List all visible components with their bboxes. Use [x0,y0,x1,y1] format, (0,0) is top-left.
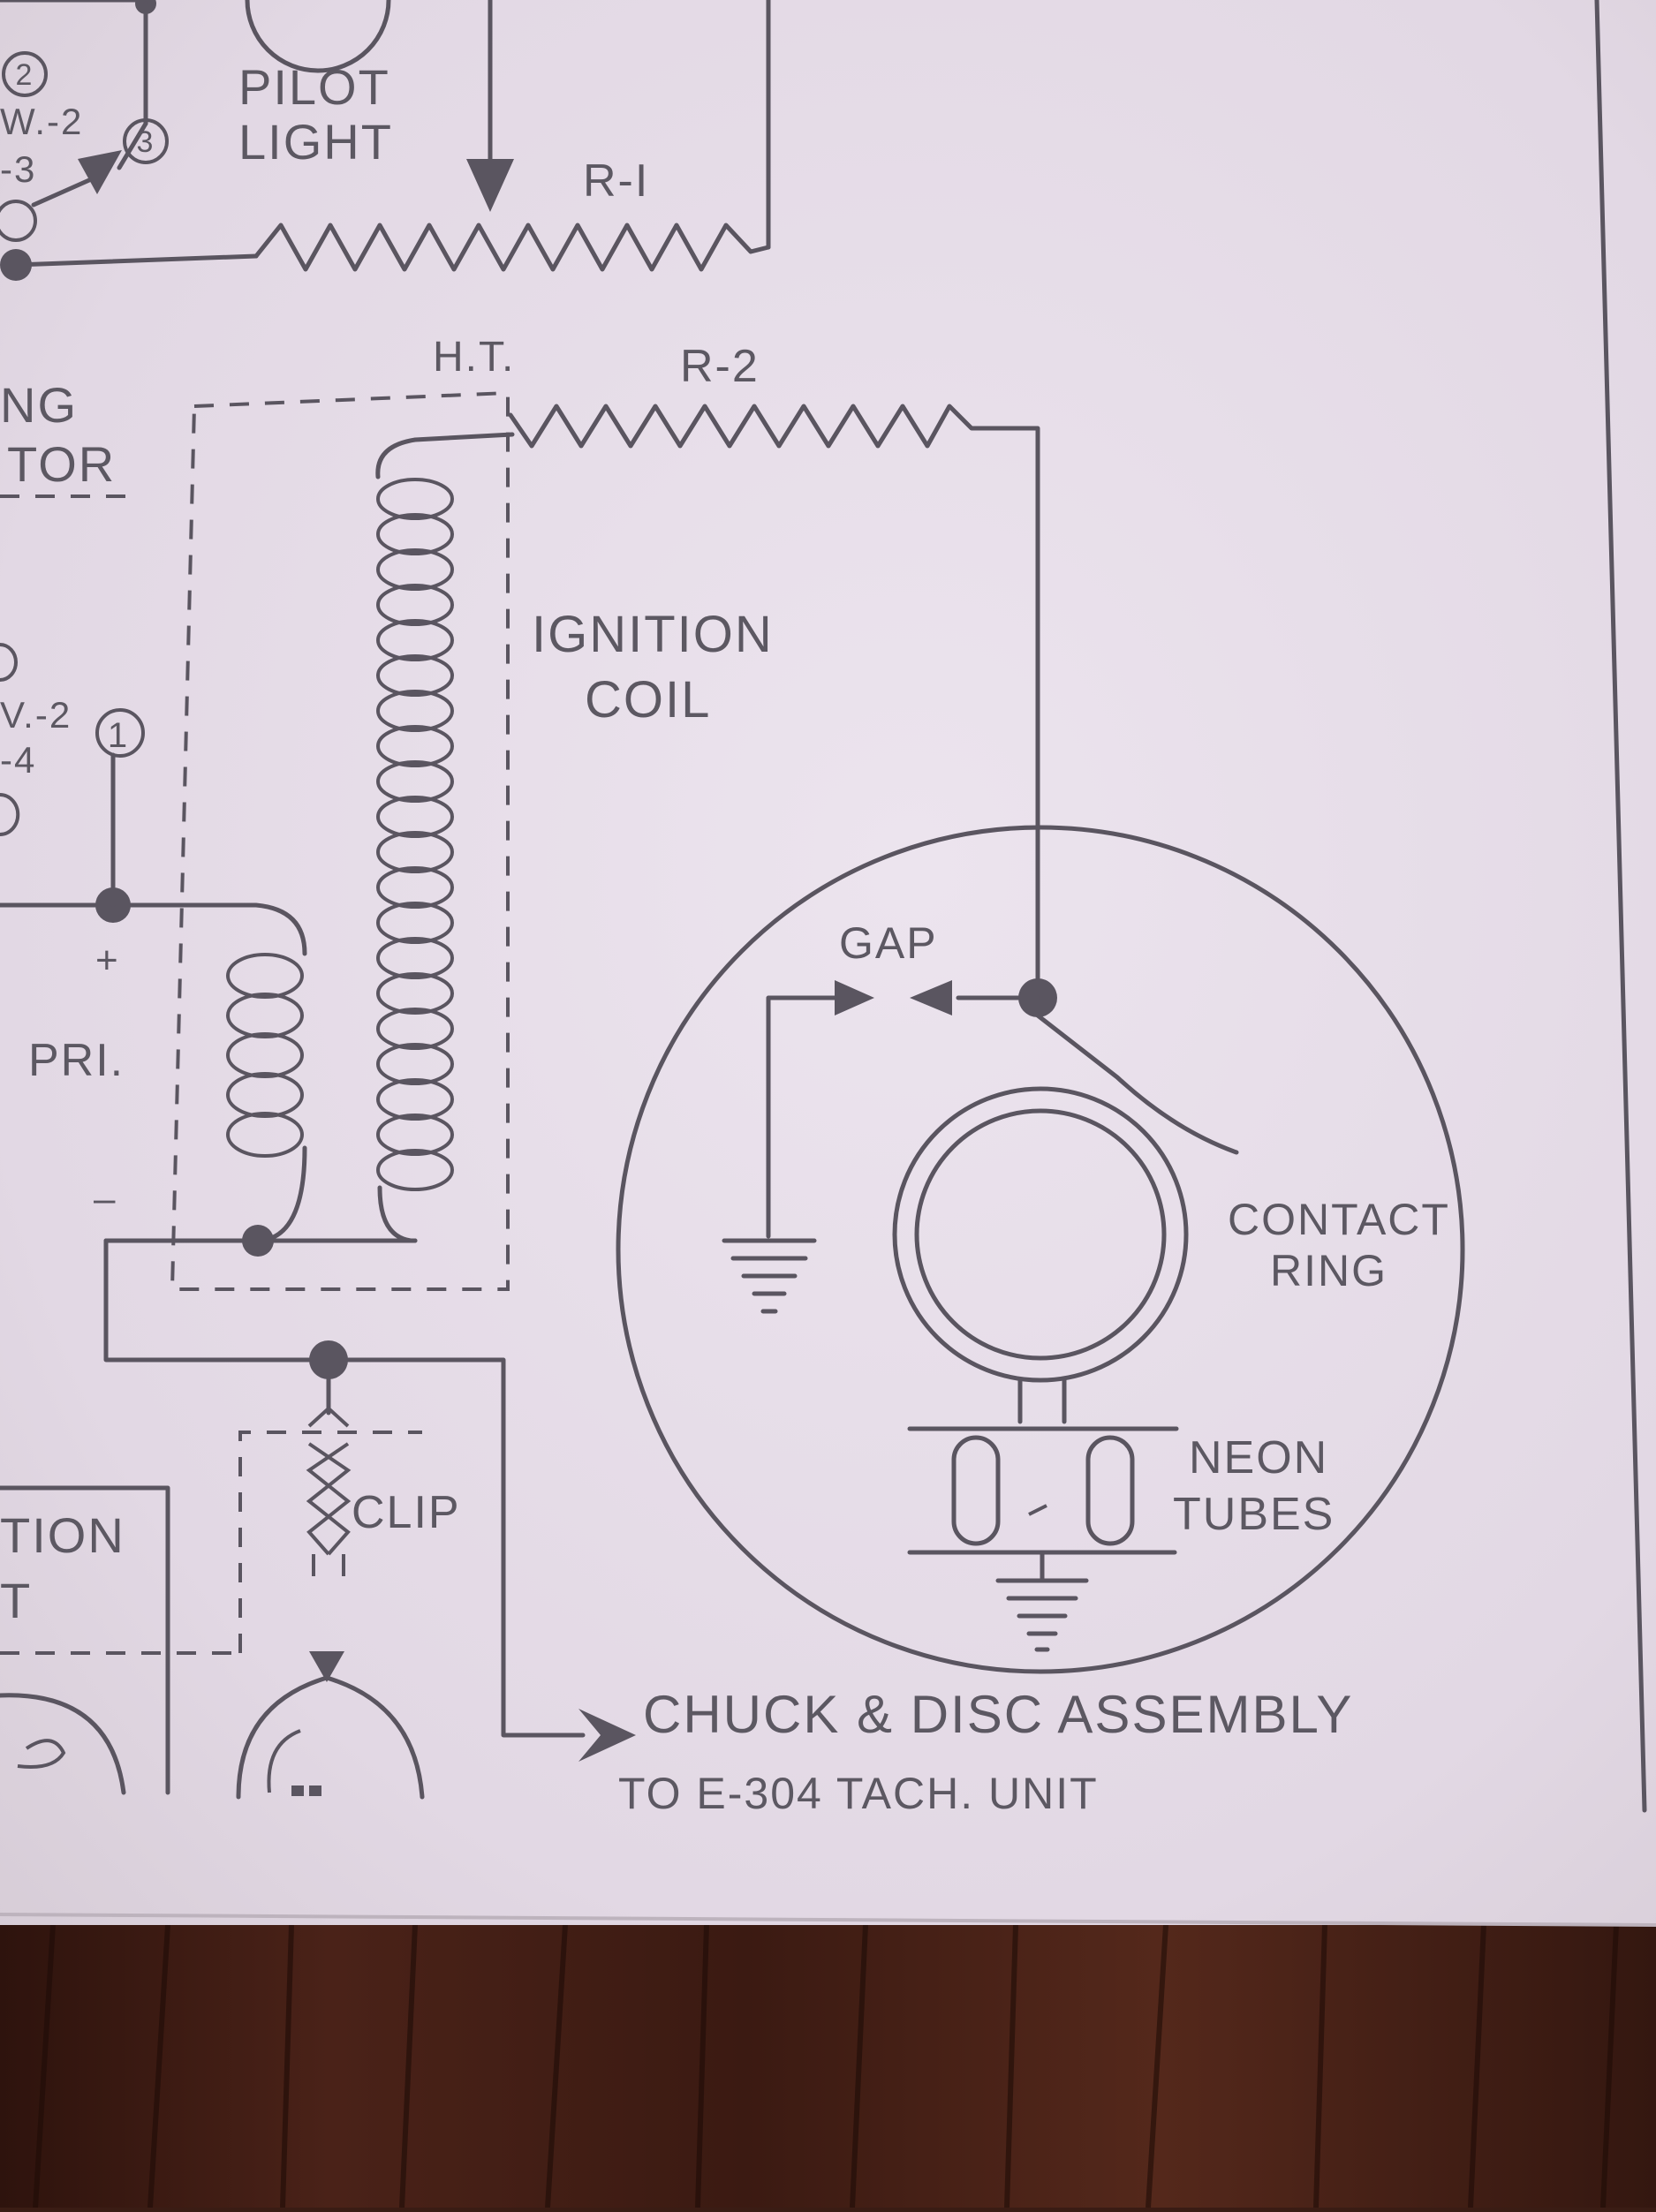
contact-ring-label-1: CONTACT [1228,1195,1450,1244]
tion-label: TION [0,1507,125,1563]
w2-mid-label: V.-2 [0,694,72,736]
terminal-1-label: 1 [108,716,129,755]
t-label: T [0,1573,32,1628]
primary-coil [0,887,418,1257]
sheet-border-line [1594,0,1647,1813]
left-contact-upper [0,643,18,682]
pilot-light-label-1: PILOT [238,59,390,115]
gap-label: GAP [839,918,938,968]
top-circuit [0,0,771,281]
ignition-coil-label-1: IGNITION [532,606,774,663]
ignition-unit-box [0,1485,170,1795]
pilot-light-label-2: LIGHT [238,114,393,170]
secondary-coil [375,432,515,1243]
node-3-marker: 3 [123,118,169,164]
ignition-coil-label-2: COIL [585,671,711,729]
tor-label: TOR [7,436,116,492]
clip-label: CLIP [352,1487,461,1538]
w2-top-label: W.-2 [0,101,83,142]
r2-label: R-2 [680,341,760,392]
pri-label: PRI. [28,1035,125,1086]
neon-tubes-label-2: TUBES [1173,1489,1335,1540]
chuck-disc-assembly [616,825,1465,1674]
dash3-label: -3 [0,148,36,190]
node-2-marker: 2 [2,51,48,97]
minus-label: – [94,1177,117,1220]
neon-tubes-label-1: NEON [1189,1432,1328,1483]
r2-resistor [508,404,1040,1000]
clip-boundary [238,1431,422,1653]
left-contact-lower [0,793,20,836]
bottom-left-symbols [0,1651,425,1800]
tach-unit-label: TO E-304 TACH. UNIT [618,1769,1099,1818]
node-3-label: 3 [137,125,155,159]
paper-sheet [0,0,1656,1925]
ht-label: H.T. [433,334,515,381]
ng-label: NG [0,377,78,433]
plus-label: + [95,939,120,982]
r1-label: R-I [583,155,649,207]
ignition-coil-boundary [170,390,510,1291]
clip-circuit [103,1238,636,1762]
node-2-label: 2 [16,58,34,92]
contact-ring-label-2: RING [1270,1246,1388,1295]
chuck-disc-assembly-label: CHUCK & DISC ASSEMBLY [643,1685,1353,1744]
dash4-label: -4 [0,739,36,781]
paper-edge [0,1913,1656,1927]
terminal-1: 1 [95,708,145,908]
